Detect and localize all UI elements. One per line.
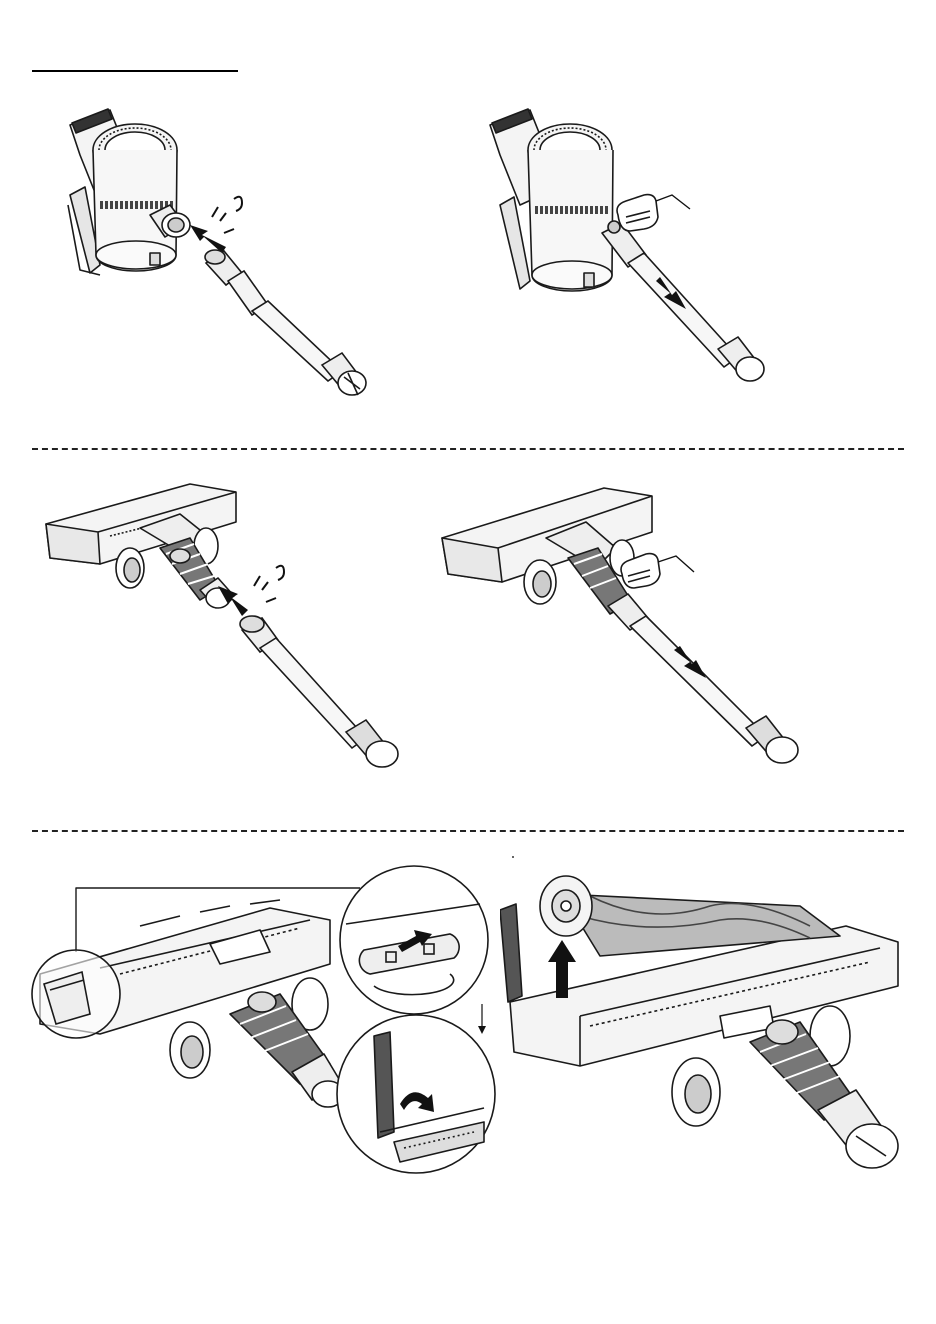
figure-floorhead-remove-brushroll	[500, 866, 912, 1196]
click-sound-icon	[254, 566, 284, 602]
callout-line	[656, 195, 690, 209]
handheld-release-illustration	[480, 95, 800, 405]
section-divider-1	[32, 448, 904, 450]
brushroll-removal-illustration	[500, 866, 912, 1196]
figure-handheld-attach-tube	[30, 95, 390, 405]
hand-press-icon	[608, 195, 658, 233]
insert-arrow-icon	[190, 225, 226, 253]
figure-handheld-release-tube	[480, 95, 800, 405]
figure-floorhead-release-tube	[436, 478, 836, 788]
latch-lifted-illustration	[334, 1012, 498, 1176]
print-speck	[512, 856, 514, 858]
section-divider-2	[32, 830, 904, 832]
figure-floorhead-attach-tube	[40, 478, 420, 788]
floorhead-attach-illustration	[40, 478, 420, 788]
latch-zoom-circle	[32, 950, 120, 1038]
click-sound-icon	[212, 197, 242, 233]
callout-line	[658, 556, 694, 572]
floorhead-release-illustration	[436, 478, 836, 788]
handheld-attach-illustration	[30, 95, 390, 405]
section-heading-underline	[32, 70, 238, 72]
figure-latch-lifted-zoom	[334, 1012, 498, 1176]
